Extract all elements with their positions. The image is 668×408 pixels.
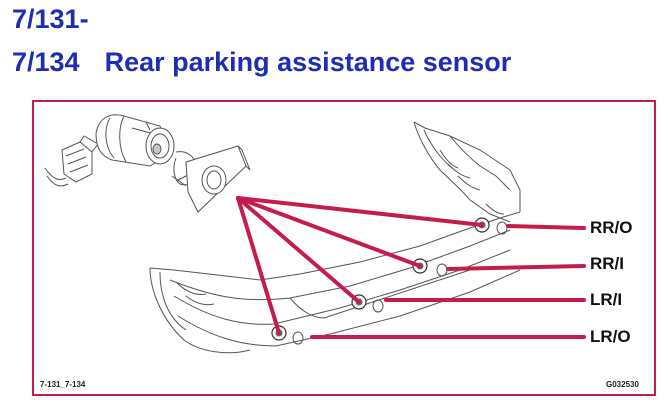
sensor-label-rr-i: RR/I xyxy=(590,254,624,273)
sensor-label-lr-o: LR/O xyxy=(590,327,631,346)
sensor-label-lr-i: LR/I xyxy=(590,290,623,309)
detail-leader-rr-i xyxy=(236,196,422,268)
page-title: Rear parking assistance sensor xyxy=(104,47,512,77)
sensor-exploded-view xyxy=(44,114,251,213)
bumper-line-art xyxy=(149,121,521,354)
page-title-line: 7/134 Rear parking assistance sensor xyxy=(12,47,511,77)
figure-reference-code: 7-131_7-134 xyxy=(40,380,86,389)
label-leader-rr-i xyxy=(446,264,586,271)
leader-lines xyxy=(236,196,586,339)
detail-leader-lr-i xyxy=(236,196,361,304)
detail-leader-rr-o xyxy=(236,196,484,227)
sensor-label-rr-o: RR/O xyxy=(590,218,633,237)
diagram-frame xyxy=(32,100,656,396)
label-leader-rr-o xyxy=(506,224,586,230)
section-code-start: 7/131- xyxy=(12,4,89,34)
figure-id-code: G032530 xyxy=(606,380,639,389)
section-code-end: 7/134 xyxy=(12,47,80,77)
bumper-sensors xyxy=(271,217,490,341)
detail-leader-lr-o xyxy=(236,196,281,335)
